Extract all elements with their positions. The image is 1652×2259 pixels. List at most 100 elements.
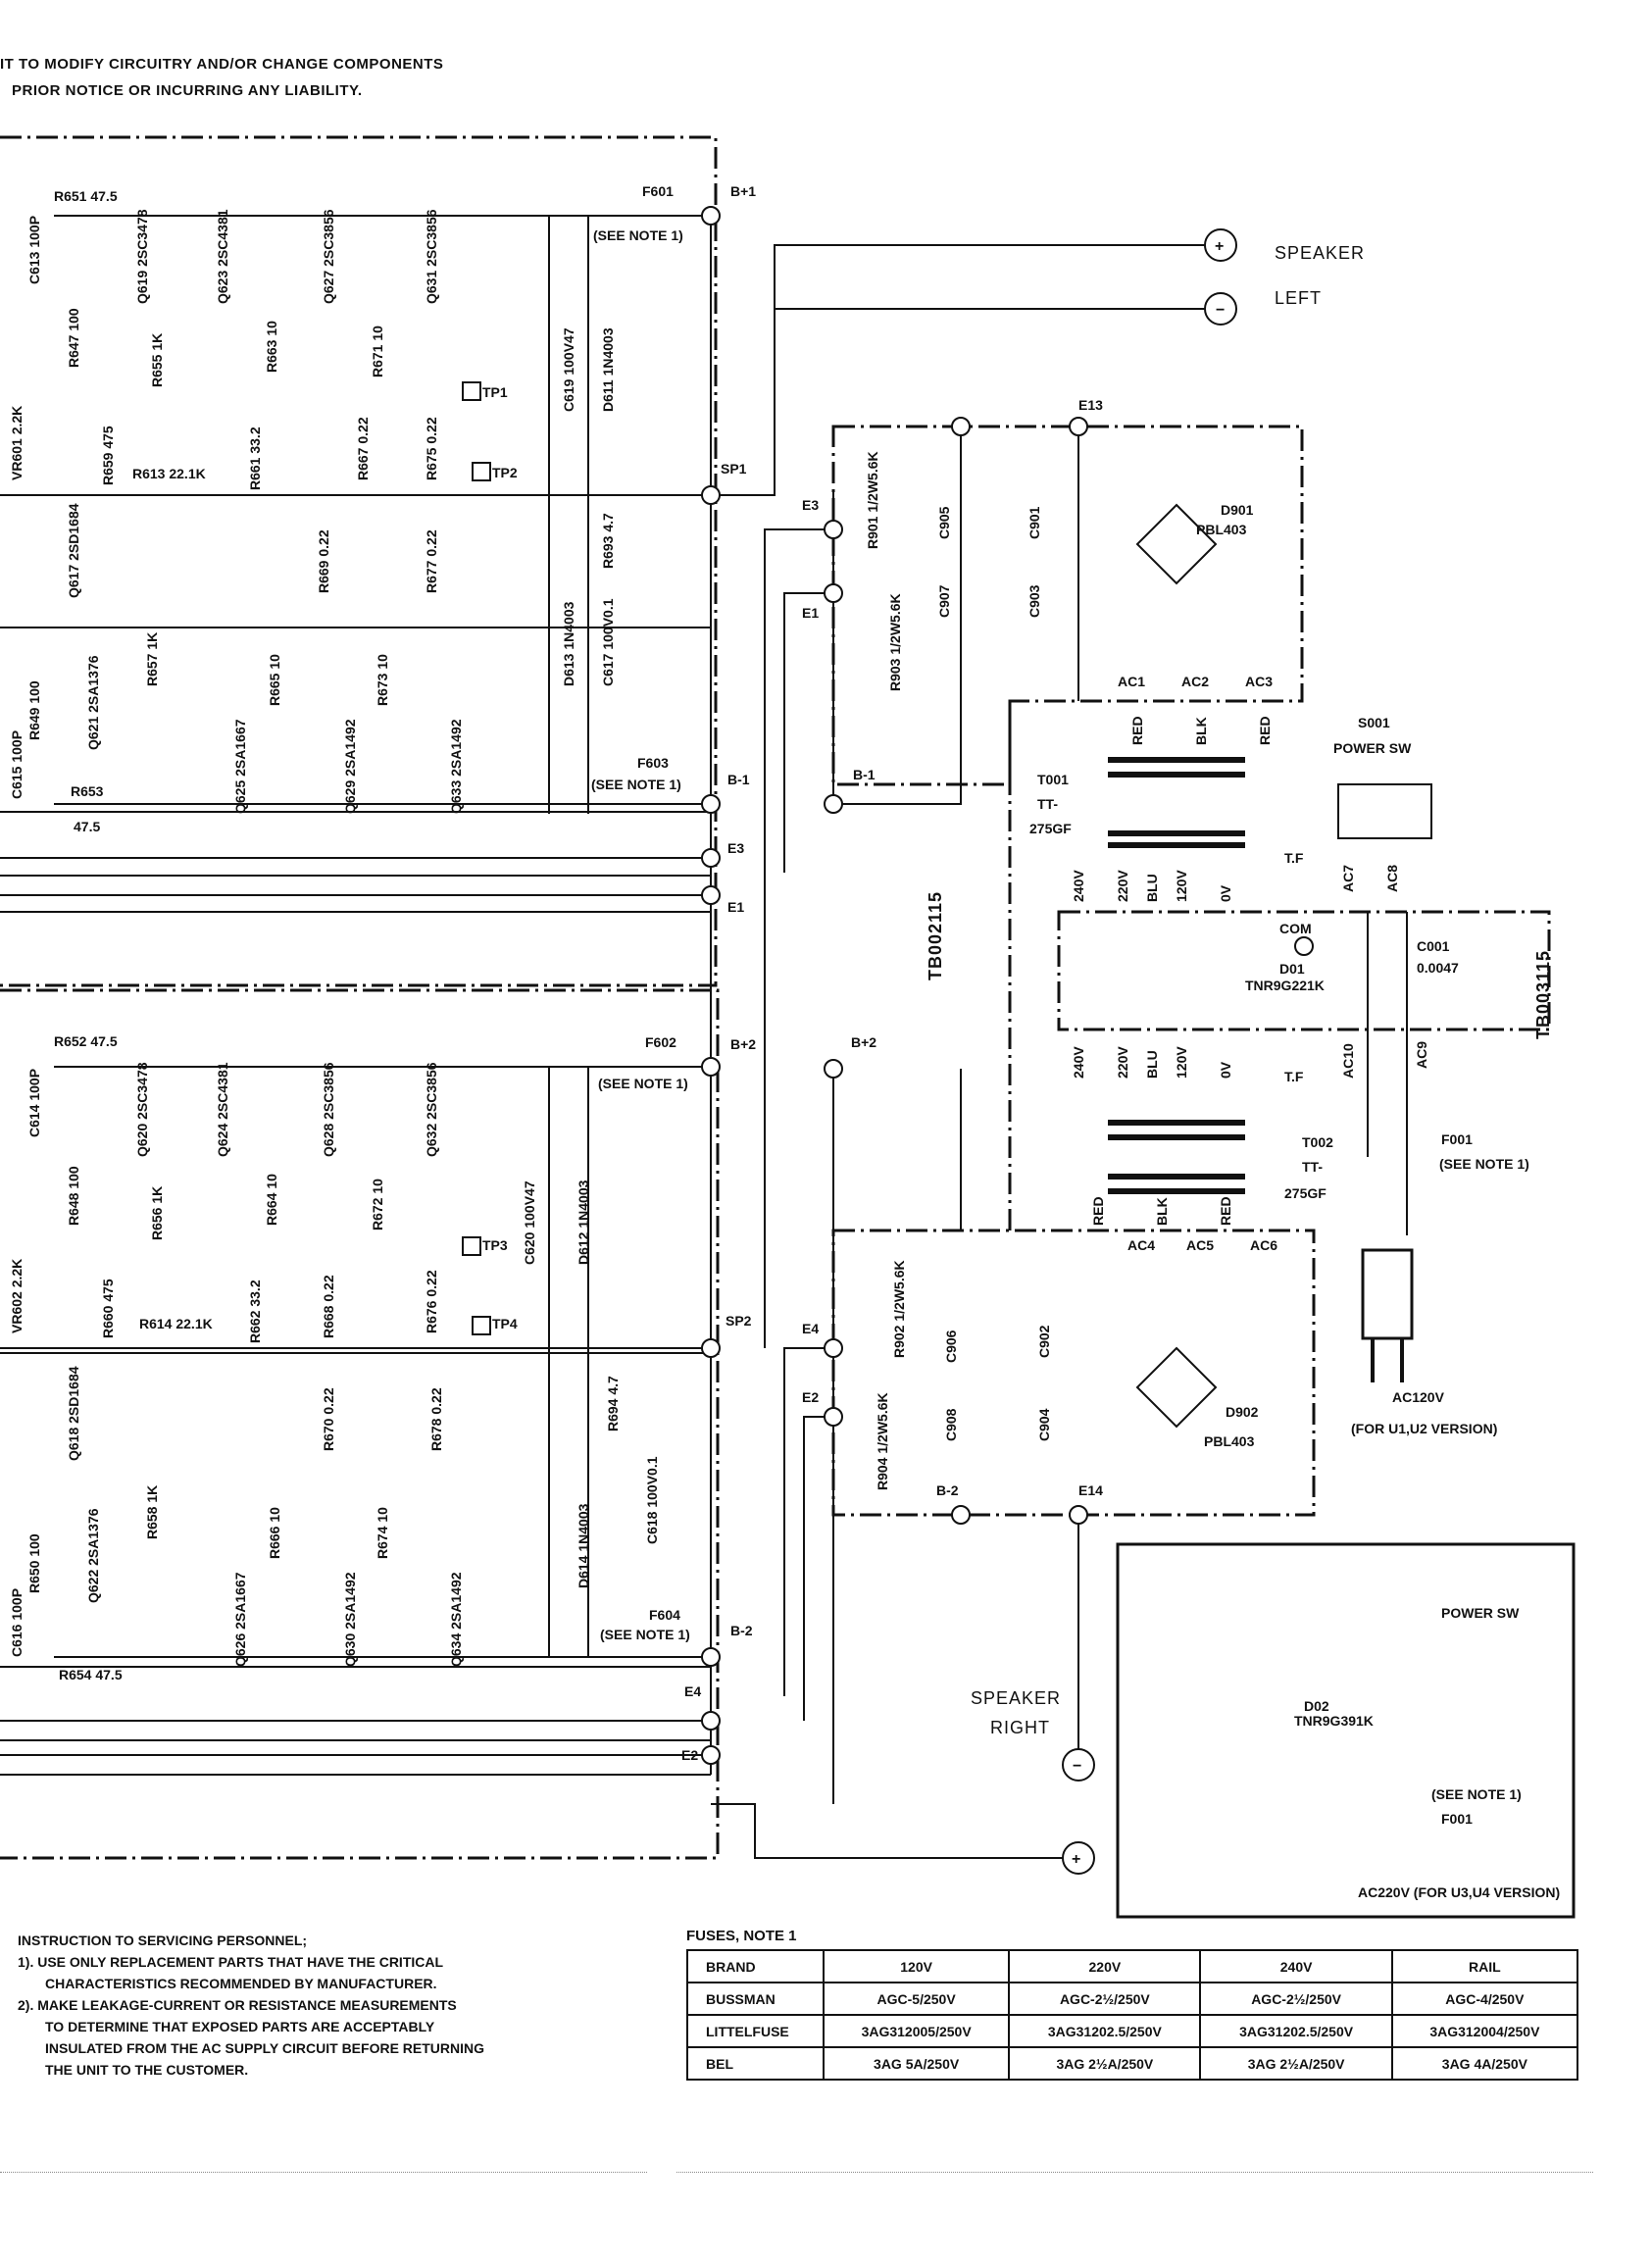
label-275gf-2: 275GF (1284, 1185, 1327, 1201)
r658: R658 1K (144, 1485, 160, 1539)
table-cell: 3AG312005/250V (822, 2014, 1011, 2048)
label-t001: T001 (1037, 772, 1069, 787)
r903: R903 1/2W5.6K (887, 593, 903, 691)
label-r651: R651 47.5 (54, 188, 118, 204)
c614: C614 100P (26, 1069, 42, 1137)
table-row: BUSSMAN AGC-5/250V AGC-2½/250V AGC-2½/25… (686, 1982, 1579, 2016)
label-e2: E2 (802, 1389, 819, 1405)
label-tf-2: T.F (1284, 1069, 1304, 1084)
label-see-note-3: (SEE NOTE 1) (598, 1076, 688, 1091)
minus-left: − (1216, 302, 1225, 319)
r902: R902 1/2W5.6K (891, 1260, 907, 1358)
note-line: THE UNIT TO THE CUSTOMER. (45, 2062, 249, 2078)
q619: Q619 2SC3478 (134, 209, 150, 304)
r662: R662 33.2 (247, 1280, 263, 1343)
table-cell: 3AG 4A/250V (1390, 2046, 1579, 2081)
label-sp1: SP1 (721, 461, 747, 477)
label-tt: TT- (1037, 796, 1058, 812)
note-line: CHARACTERISTICS RECOMMENDED BY MANUFACTU… (45, 1976, 437, 1991)
table-cell: AGC-4/250V (1390, 1982, 1579, 2016)
label-r652: R652 47.5 (54, 1033, 118, 1049)
q626: Q626 2SA1667 (232, 1572, 248, 1667)
r660: R660 475 (100, 1279, 116, 1338)
label-e14: E14 (1078, 1482, 1103, 1498)
c613: C613 100P (26, 216, 42, 284)
label-tb2: TB003115 (1533, 950, 1553, 1039)
q621: Q621 2SA1376 (85, 655, 101, 750)
label-ac120: AC120V (1392, 1389, 1445, 1405)
r649: R649 100 (26, 680, 42, 740)
c903: C903 (1026, 584, 1042, 618)
r672: R672 10 (370, 1179, 385, 1230)
label-tt-2: TT- (1302, 1159, 1323, 1175)
r647: R647 100 (66, 308, 81, 368)
table-cell: BUSSMAN (686, 1982, 825, 2016)
label-d01: D01 (1279, 961, 1305, 977)
fuses-caption: FUSES, NOTE 1 (686, 1928, 797, 1944)
q630: Q630 2SA1492 (342, 1572, 358, 1667)
r659: R659 475 (100, 426, 116, 485)
label-d901: D901 (1221, 502, 1254, 518)
q620: Q620 2SC3478 (134, 1062, 150, 1157)
q624: Q624 2SC4381 (215, 1062, 230, 1157)
table-cell: 3AG 5A/250V (822, 2046, 1011, 2081)
r667: R667 0.22 (355, 417, 371, 480)
label-com: COM (1279, 921, 1312, 936)
table-cell: LITTELFUSE (686, 2014, 825, 2048)
q628: Q628 2SC3856 (321, 1062, 336, 1157)
c905: C905 (936, 506, 952, 539)
label-e1-2: E1 (727, 899, 744, 915)
label-ac120-note: (FOR U1,U2 VERSION) (1351, 1421, 1497, 1436)
q623: Q623 2SC4381 (215, 209, 230, 304)
label-e3: E3 (802, 497, 819, 513)
q634: Q634 2SA1492 (448, 1572, 464, 1667)
label-f001: F001 (1441, 1131, 1473, 1147)
label-475: 47.5 (74, 819, 100, 834)
d613: D613 1N4003 (561, 601, 576, 686)
r693: R693 4.7 (600, 513, 616, 569)
table-cell: AGC-5/250V (822, 1982, 1011, 2016)
blk-2: BLK (1154, 1197, 1170, 1226)
table-header-row: BRAND 120V 220V 240V RAIL (686, 1949, 1579, 1983)
q625: Q625 2SA1667 (232, 719, 248, 814)
label-r613: R613 22.1K (132, 466, 206, 481)
label-r614: R614 22.1K (139, 1316, 213, 1331)
label-c001: C001 (1417, 938, 1450, 954)
table-cell: 3AG31202.5/250V (1008, 2014, 1202, 2048)
c618: C618 100V0.1 (644, 1456, 660, 1544)
ac9: AC9 (1414, 1041, 1429, 1069)
r664: R664 10 (264, 1174, 279, 1226)
v0-2: 0V (1218, 1061, 1233, 1079)
ac8: AC8 (1384, 865, 1400, 892)
label-tf: T.F (1284, 850, 1304, 866)
label-tnr: TNR9G221K (1245, 978, 1325, 993)
vr602: VR602 2.2K (9, 1259, 25, 1333)
label-b2p: B+2 (730, 1036, 756, 1052)
header-cell: 220V (1008, 1949, 1202, 1983)
q627: Q627 2SC3856 (321, 209, 336, 304)
label-ac6: AC6 (1250, 1237, 1277, 1253)
label-ac1: AC1 (1118, 674, 1145, 689)
q632: Q632 2SC3856 (424, 1062, 439, 1157)
r677: R677 0.22 (424, 529, 439, 593)
q629: Q629 2SA1492 (342, 719, 358, 814)
label-ac2: AC2 (1181, 674, 1209, 689)
q631: Q631 2SC3856 (424, 209, 439, 304)
r904: R904 1/2W5.6K (875, 1392, 890, 1490)
r675: R675 0.22 (424, 417, 439, 480)
label-tb1: TB002115 (926, 891, 945, 980)
r663: R663 10 (264, 321, 279, 373)
label-inset-d02: D02 (1304, 1698, 1329, 1714)
label-b2m: B-2 (936, 1482, 959, 1498)
r657: R657 1K (144, 632, 160, 686)
footer-dotted-line-right (676, 2172, 1593, 2173)
label-b1p: B+1 (730, 183, 756, 199)
d612: D612 1N4003 (576, 1180, 591, 1265)
label-e4: E4 (802, 1321, 819, 1336)
trafo-frame (1008, 701, 1551, 1233)
q618: Q618 2SD1684 (66, 1366, 81, 1461)
c901: C901 (1026, 506, 1042, 539)
q622: Q622 2SA1376 (85, 1508, 101, 1603)
upper-amp-frame (0, 135, 718, 987)
